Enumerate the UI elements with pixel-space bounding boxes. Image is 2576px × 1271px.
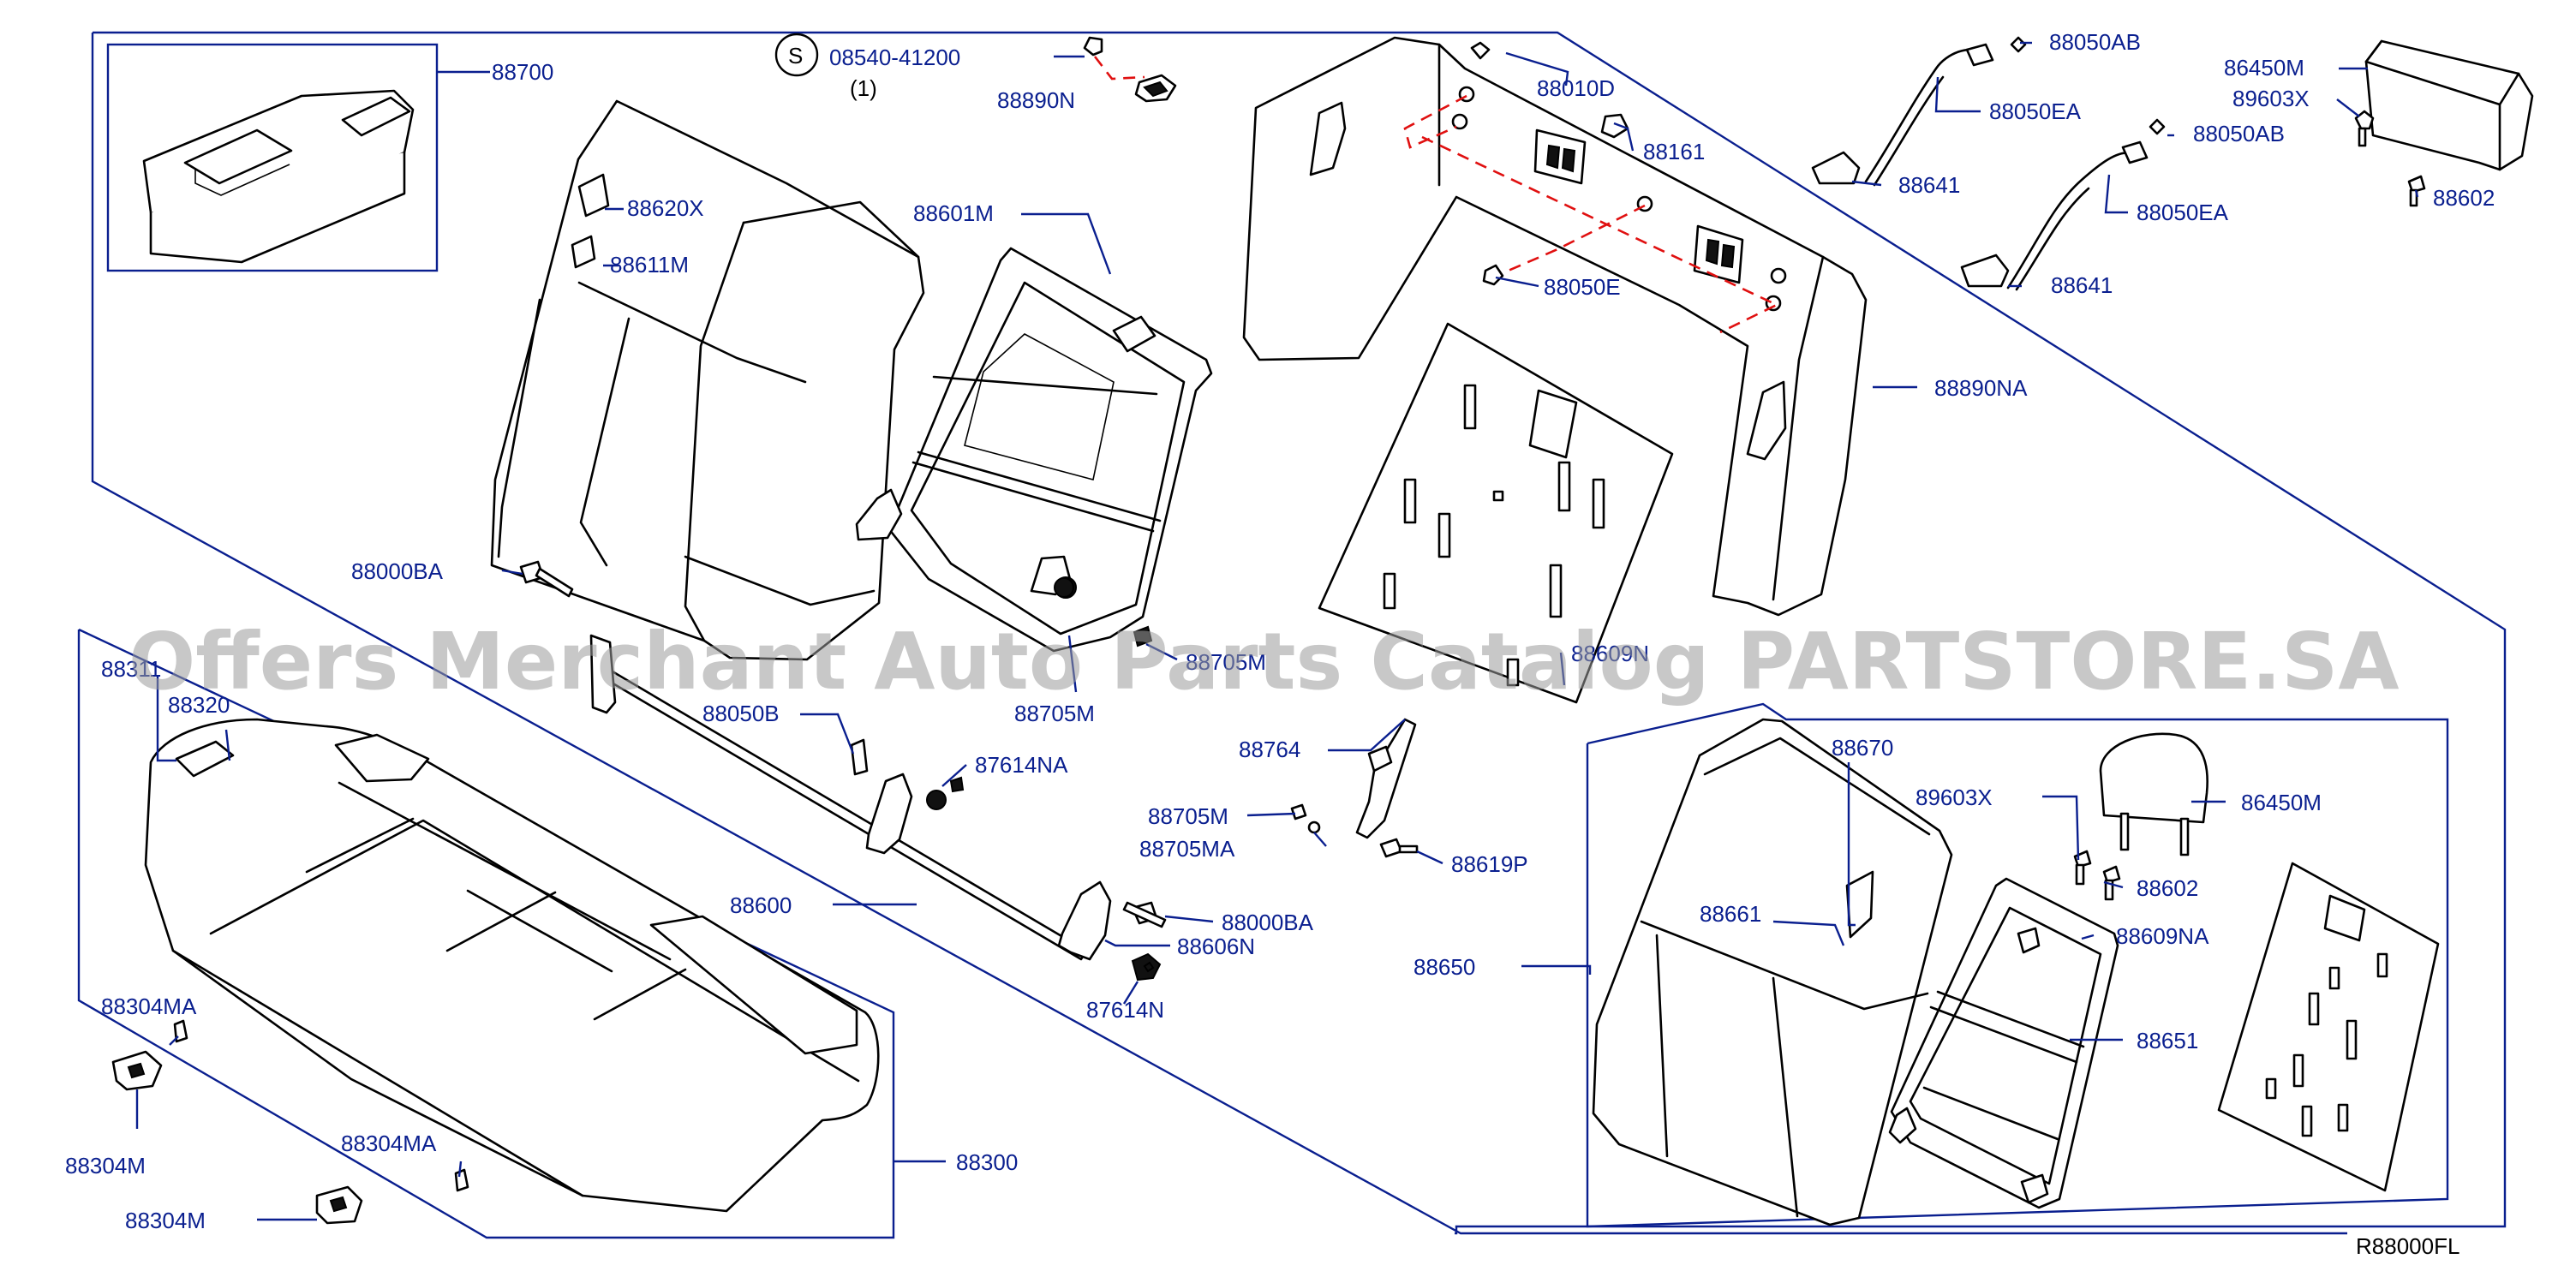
label-88650[interactable]: 88650: [1414, 954, 1475, 980]
label-88705M-upper[interactable]: 88705M: [1186, 649, 1266, 675]
label-88700[interactable]: 88700: [492, 59, 553, 85]
label-87614NA[interactable]: 87614NA: [975, 752, 1068, 778]
label-88050B[interactable]: 88050B: [702, 701, 780, 726]
side-back-box: [1586, 702, 2449, 1228]
label-89603X-right[interactable]: 89603X: [1916, 785, 1993, 810]
label-88705M-small[interactable]: 88705M: [1148, 803, 1228, 829]
seatback-upper-right: [1242, 36, 1868, 617]
headrest-top: [2354, 39, 2534, 207]
label-88764[interactable]: 88764: [1239, 737, 1300, 762]
label-88010D[interactable]: 88010D: [1537, 75, 1615, 101]
pad-right: [2217, 862, 2440, 1192]
label-88641-top[interactable]: 88641: [1898, 172, 1960, 198]
leader-lines: [135, 41, 2419, 1221]
label-88000BA-right[interactable]: 88000BA: [1222, 910, 1314, 935]
label-88602-right[interactable]: 88602: [2137, 875, 2198, 901]
label-88601M[interactable]: 88601M: [913, 200, 994, 226]
label-88606N[interactable]: 88606N: [1177, 934, 1255, 959]
top-hardware: [1083, 36, 1177, 103]
label-88620X[interactable]: 88620X: [627, 195, 704, 221]
label-88661[interactable]: 88661: [1700, 901, 1761, 927]
label-88311[interactable]: 88311: [101, 656, 161, 682]
label-88602-top[interactable]: 88602: [2433, 185, 2495, 211]
label-88320[interactable]: 88320: [168, 692, 230, 718]
seatback-frame-left: [855, 247, 1213, 653]
label-88050EA-top[interactable]: 88050EA: [1989, 98, 2082, 124]
pad-center: [1318, 322, 1674, 704]
label-88050EA-mid[interactable]: 88050EA: [2137, 200, 2229, 225]
label-88304MA-top[interactable]: 88304MA: [101, 994, 197, 1019]
label-88705MA[interactable]: 88705MA: [1139, 836, 1235, 862]
s-symbol-circle: [774, 33, 819, 77]
label-89603X-top[interactable]: 89603X: [2232, 86, 2310, 111]
label-88619P[interactable]: 88619P: [1451, 851, 1528, 877]
part-labels: 88700 88620X 88611M 88601M 88890N 88010D…: [65, 29, 2495, 1233]
label-88050E[interactable]: 88050E: [1544, 274, 1621, 300]
label-86450M-right[interactable]: 86450M: [2241, 790, 2322, 815]
label-88641-mid[interactable]: 88641: [2051, 272, 2113, 298]
seatback-right: [1592, 718, 1953, 1226]
main-outline: [91, 33, 2347, 1235]
s-symbol: S: [788, 43, 803, 69]
frame-lines: [77, 31, 2507, 1239]
cushion-box: [77, 628, 895, 1239]
note-quantity: (1): [850, 75, 877, 101]
label-88651[interactable]: 88651: [2137, 1028, 2198, 1053]
note-part-number[interactable]: 08540-41200: [829, 45, 960, 70]
label-87614N[interactable]: 87614N: [1086, 997, 1164, 1023]
seatback-frame-right: [1888, 877, 2119, 1209]
label-88304M-left[interactable]: 88304M: [65, 1153, 146, 1179]
label-88300[interactable]: 88300: [956, 1149, 1018, 1175]
main-back-frame: [93, 31, 2507, 1235]
watermark: Offers Merchant Auto Parts Catalog PARTS…: [129, 616, 2400, 707]
label-88890NA[interactable]: 88890NA: [1934, 375, 2028, 401]
latch-cables: [1811, 36, 2166, 291]
seatback-left: [490, 99, 925, 661]
label-88600[interactable]: 88600: [730, 892, 792, 918]
label-88161[interactable]: 88161: [1643, 139, 1705, 164]
diagram-code: R88000FL: [2356, 1233, 2459, 1259]
label-88609NA[interactable]: 88609NA: [2116, 923, 2209, 949]
label-88304MA-bottom[interactable]: 88304MA: [341, 1131, 437, 1156]
label-88304M-bottom[interactable]: 88304M: [125, 1208, 206, 1233]
label-88611M[interactable]: 88611M: [610, 252, 689, 277]
label-88050AB-top[interactable]: 88050AB: [2049, 29, 2141, 55]
seat-cushion: [144, 718, 880, 1213]
label-88705M-center[interactable]: 88705M: [1014, 701, 1095, 726]
headrest-right: [2073, 732, 2208, 901]
label-88000BA-left[interactable]: 88000BA: [351, 558, 444, 584]
label-88050AB-mid[interactable]: 88050AB: [2193, 121, 2285, 146]
armrest-drawing: [142, 89, 415, 264]
screw-note: S 08540-41200 (1): [774, 33, 960, 101]
label-88890N[interactable]: 88890N: [997, 87, 1075, 113]
label-88670[interactable]: 88670: [1832, 735, 1893, 761]
label-88609N[interactable]: 88609N: [1571, 641, 1649, 666]
armrest-box: [106, 43, 439, 272]
label-86450M-top[interactable]: 86450M: [2224, 55, 2304, 81]
center-hardware: [519, 560, 1419, 982]
